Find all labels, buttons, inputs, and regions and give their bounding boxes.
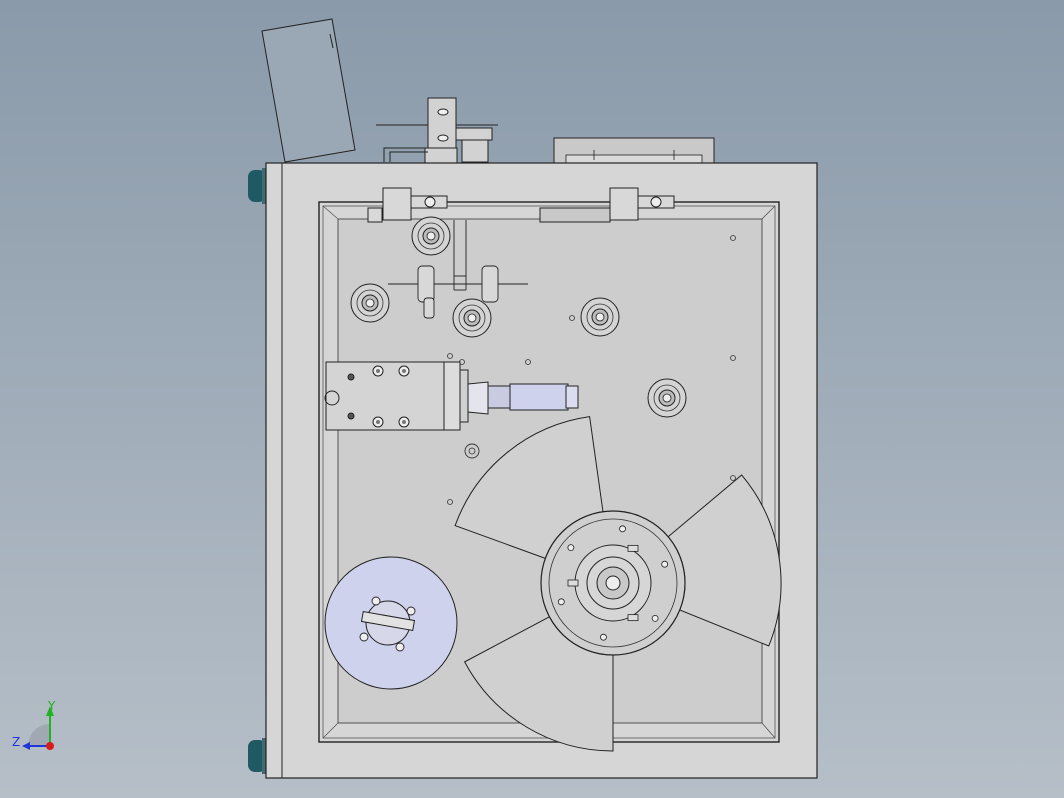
guide-roller [647, 378, 687, 418]
hole [730, 475, 736, 481]
tension-arm-assembly [388, 220, 528, 319]
guide-roller [411, 216, 451, 256]
hole [569, 315, 575, 321]
hole [730, 235, 736, 241]
guide-rollers [350, 216, 687, 418]
display-screen [261, 18, 356, 163]
hole [464, 443, 480, 459]
top-right-box [553, 137, 715, 164]
guide-roller [350, 283, 390, 323]
door-hinge-left [367, 187, 448, 223]
hole [459, 359, 465, 365]
panel-holes [447, 235, 736, 505]
guide-roller [452, 298, 492, 338]
hole [447, 499, 453, 505]
guide-roller [580, 297, 620, 337]
top-sensor-bracket [376, 97, 498, 190]
rotary-blade-wheel [454, 416, 782, 752]
orientation-triad: Y Z [12, 699, 56, 750]
cutter-block [324, 361, 579, 431]
hole [447, 353, 453, 359]
hole [525, 359, 531, 365]
triad-z-label: Z [12, 735, 20, 749]
triad-y-label: Y [47, 699, 56, 713]
supply-reel[interactable] [324, 556, 458, 690]
hole [730, 355, 736, 361]
cutter-block-bolts [372, 365, 410, 428]
door-hinge-right [539, 187, 675, 223]
